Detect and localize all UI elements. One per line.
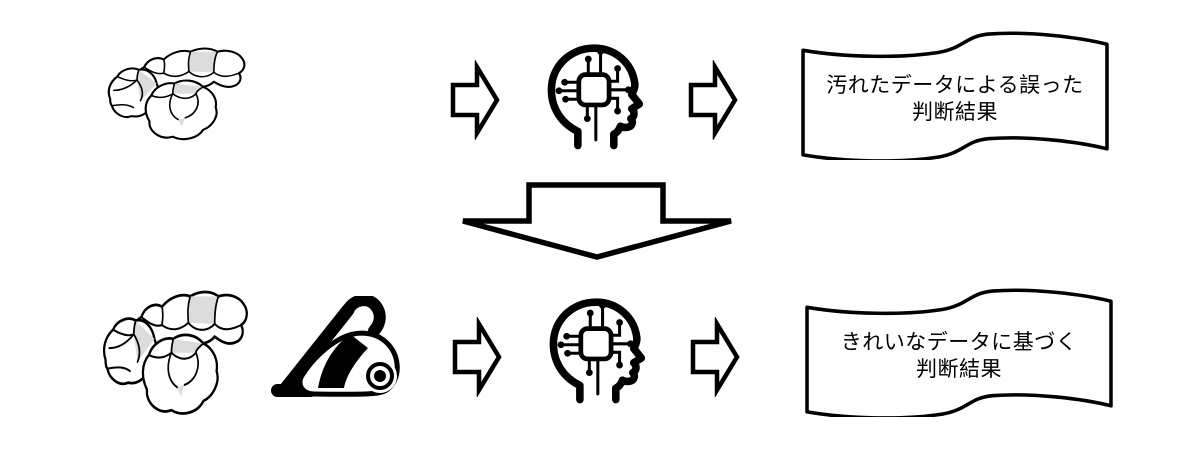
flow-arrow-bottom-2 (690, 317, 740, 397)
arrow-right-icon (690, 317, 740, 397)
vacuum-cleaner-icon (270, 296, 406, 399)
banner-line1: 汚れたデータによる誤った (826, 74, 1084, 97)
ai-brain-icon (541, 39, 645, 151)
arrow-right-icon (452, 317, 502, 397)
result-banner-clean: きれいなデータに基づく 判断結果 (804, 287, 1114, 417)
result-banner-dirty: 汚れたデータによる誤った 判断結果 (800, 30, 1110, 160)
arrow-down-icon (460, 182, 734, 260)
ai-brain-icon (543, 293, 647, 405)
crumpled-paper-icon (102, 290, 249, 415)
flow-arrow-top-1 (450, 60, 500, 140)
clean-data-input (98, 286, 258, 424)
banner-line2: 判断結果 (912, 101, 998, 124)
arrow-right-icon (688, 60, 738, 140)
transition-arrow (460, 182, 734, 260)
flow-arrow-bottom-1 (452, 317, 502, 397)
dirty-data-input (103, 44, 255, 147)
ai-processor-top (541, 39, 645, 151)
banner-text-clean: きれいなデータに基づく 判断結果 (820, 329, 1099, 383)
banner-text-dirty: 汚れたデータによる誤った 判断結果 (816, 72, 1095, 126)
scroll-banner-icon (801, 31, 1109, 160)
flow-arrow-top-2 (688, 60, 738, 140)
data-cleaning-tool (270, 296, 406, 399)
ai-processor-bottom (543, 293, 647, 405)
scroll-banner-icon (805, 288, 1113, 417)
banner-line1: きれいなデータに基づく (840, 331, 1078, 354)
banner-line2: 判断結果 (916, 358, 1002, 381)
arrow-right-icon (450, 60, 500, 140)
crumpled-paper-icon (107, 47, 246, 141)
